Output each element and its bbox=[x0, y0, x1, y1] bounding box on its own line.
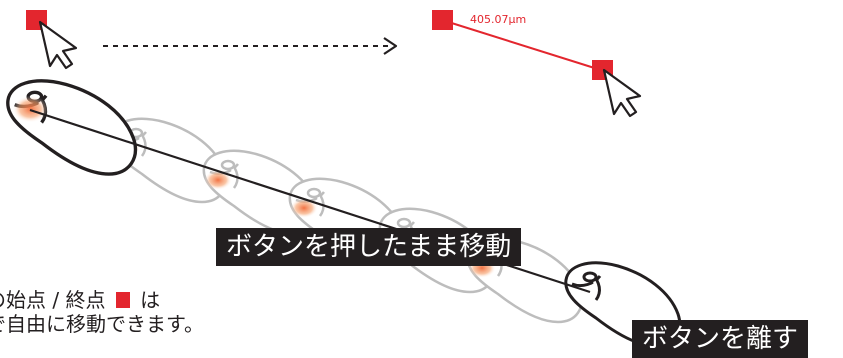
note-line-1-before: の始点 / 終点 bbox=[0, 288, 106, 312]
motion-arrow-head bbox=[383, 37, 398, 55]
release-instruction-label: ボタンを離す bbox=[632, 320, 809, 358]
start-cursor-icon bbox=[38, 20, 78, 70]
note-line-1: の始点 / 終点 は bbox=[0, 288, 160, 312]
drag-instruction-label: ボタンを押したまま移動 bbox=[216, 228, 522, 266]
note-line-2: で自由に移動できます。 bbox=[0, 312, 204, 336]
handle-square-icon bbox=[115, 292, 130, 308]
measure-line bbox=[441, 19, 605, 72]
measure-start-handle bbox=[432, 10, 453, 30]
measure-value-label: 405.07μm bbox=[470, 13, 527, 26]
note-line-1-after: は bbox=[140, 288, 161, 312]
ghost-mouse-2 bbox=[202, 149, 319, 236]
end-cursor-icon bbox=[602, 68, 642, 118]
mouse-start-icon bbox=[6, 79, 138, 176]
ghost-mouse-3 bbox=[288, 177, 405, 264]
